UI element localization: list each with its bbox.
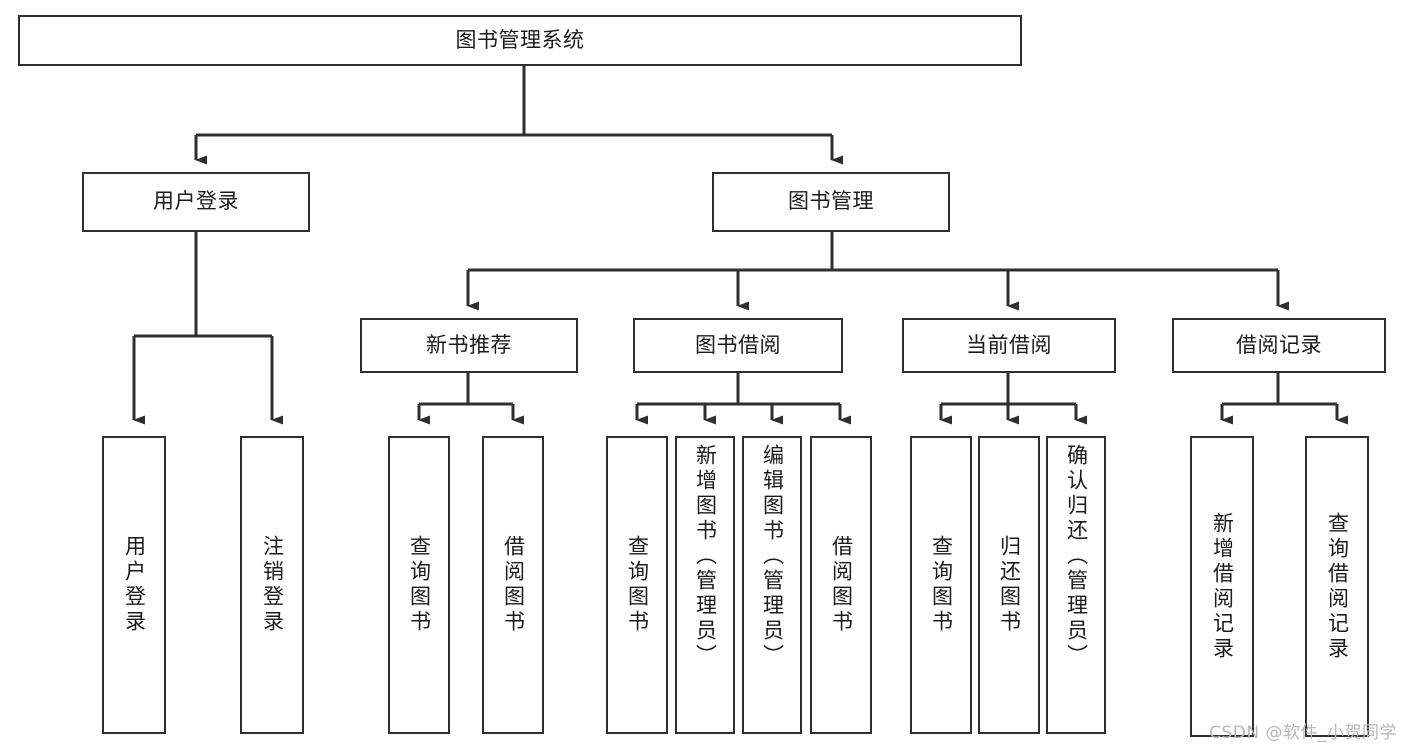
- node-new-book-rec-label: 新书推荐: [426, 332, 512, 357]
- node-current-borrow[interactable]: 当前借阅: [902, 318, 1116, 373]
- node-leaf-query-book-1[interactable]: 查询图书: [388, 436, 450, 734]
- node-leaf-add-record-label: 新增借阅记录: [1210, 511, 1235, 662]
- node-borrow-record-label: 借阅记录: [1236, 332, 1322, 357]
- node-book-manage[interactable]: 图书管理: [712, 172, 950, 232]
- node-leaf-borrow-book-2-label: 借阅图书: [829, 535, 854, 635]
- node-user-login-label: 用户登录: [153, 189, 239, 214]
- node-leaf-edit-book-label: 编辑图书（管理员）: [760, 444, 785, 669]
- node-leaf-user-logout[interactable]: 注销登录: [240, 436, 304, 734]
- node-leaf-add-book[interactable]: 新增图书（管理员）: [675, 436, 735, 734]
- node-leaf-query-record[interactable]: 查询借阅记录: [1305, 436, 1369, 737]
- node-borrow-record[interactable]: 借阅记录: [1172, 318, 1386, 373]
- node-leaf-borrow-book-2[interactable]: 借阅图书: [810, 436, 872, 734]
- node-leaf-confirm-return-label: 确认归还（管理员）: [1064, 444, 1089, 669]
- node-leaf-add-book-label: 新增图书（管理员）: [693, 444, 718, 669]
- node-book-borrow[interactable]: 图书借阅: [633, 318, 843, 373]
- node-leaf-query-record-label: 查询借阅记录: [1325, 511, 1350, 662]
- node-leaf-return-book-label: 归还图书: [997, 535, 1022, 635]
- node-root-label: 图书管理系统: [455, 27, 585, 52]
- node-leaf-query-book-3[interactable]: 查询图书: [910, 436, 972, 734]
- node-leaf-borrow-book-1[interactable]: 借阅图书: [482, 436, 544, 734]
- node-leaf-return-book[interactable]: 归还图书: [978, 436, 1040, 734]
- node-leaf-user-login[interactable]: 用户登录: [102, 436, 166, 734]
- node-current-borrow-label: 当前借阅: [966, 332, 1052, 357]
- node-leaf-query-book-1-label: 查询图书: [407, 535, 432, 635]
- node-leaf-user-logout-label: 注销登录: [260, 535, 285, 635]
- node-book-borrow-label: 图书借阅: [695, 332, 781, 357]
- node-leaf-add-record[interactable]: 新增借阅记录: [1190, 436, 1254, 737]
- node-leaf-borrow-book-1-label: 借阅图书: [501, 535, 526, 635]
- watermark-text: CSDN @软件_小贺同学: [1209, 723, 1397, 743]
- node-leaf-edit-book[interactable]: 编辑图书（管理员）: [742, 436, 802, 734]
- node-root[interactable]: 图书管理系统: [18, 15, 1022, 66]
- node-book-manage-label: 图书管理: [788, 189, 874, 214]
- node-leaf-user-login-label: 用户登录: [122, 535, 147, 635]
- node-leaf-query-book-2[interactable]: 查询图书: [606, 436, 668, 734]
- node-leaf-confirm-return[interactable]: 确认归还（管理员）: [1046, 436, 1106, 734]
- node-new-book-rec[interactable]: 新书推荐: [360, 318, 578, 373]
- node-user-login[interactable]: 用户登录: [82, 172, 310, 232]
- node-leaf-query-book-3-label: 查询图书: [929, 535, 954, 635]
- node-leaf-query-book-2-label: 查询图书: [625, 535, 650, 635]
